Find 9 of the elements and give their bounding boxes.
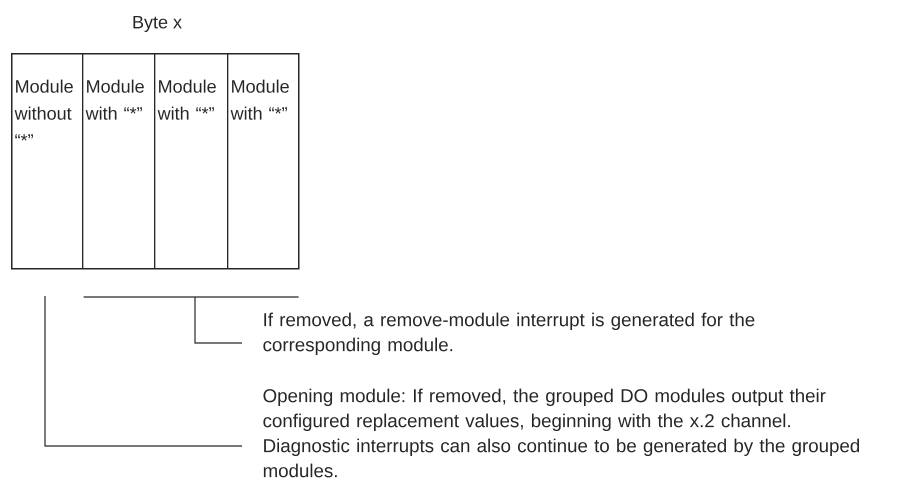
note-text: Opening module: If removed, the grouped DO modules output their configured replacement values, beginning with the x.2 channel. Diagnostic interrupts can also continue to be generated by the grouped modules. (263, 388, 860, 478)
leader-line (194, 297, 242, 344)
module-cell: Module with “*” (227, 53, 300, 270)
module-cell: Module without “*” (11, 53, 84, 270)
note-text: If removed, a remove-module interrupt is generated for the corresponding module. (263, 312, 754, 356)
module-cell: Module with “*” (82, 53, 156, 270)
leader-line (44, 296, 242, 447)
node-label: Byte x (133, 16, 182, 32)
module-cell: Module with “*” (154, 53, 228, 270)
